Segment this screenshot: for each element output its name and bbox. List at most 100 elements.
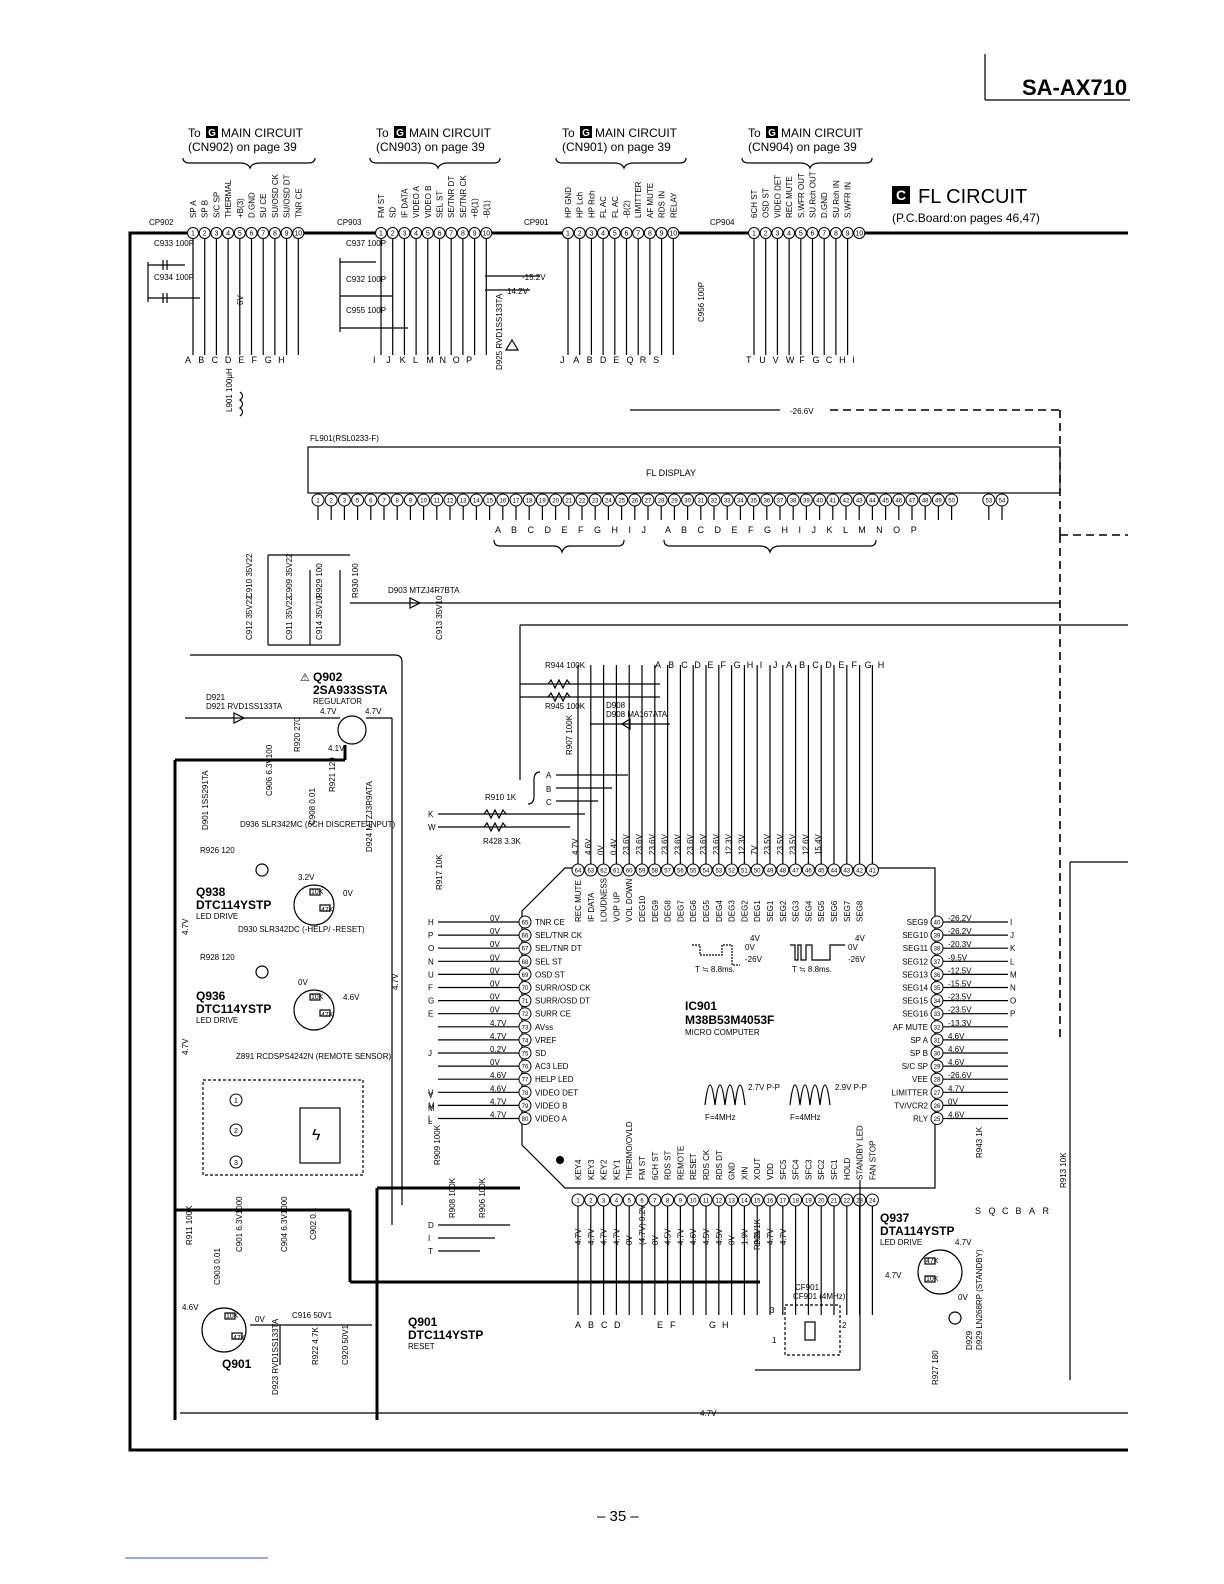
svg-text:K: K <box>428 810 434 819</box>
ic-bottom-pin-label: KEY3 <box>587 1159 596 1180</box>
connector-signal: S.WFR IN <box>844 182 853 218</box>
ic-left-letter: F <box>428 984 433 993</box>
ic-bottom-pin-label: KEY2 <box>600 1159 609 1180</box>
ic-right-voltage: 4.6V <box>948 1111 965 1120</box>
ic-pin-number: 58 <box>651 869 658 875</box>
connector-pin-number: 4 <box>226 231 230 238</box>
ic-right-voltage: -23.5V <box>948 1006 972 1015</box>
connector-letter: P <box>466 355 472 365</box>
ic-top-letter: A <box>655 660 661 670</box>
ic-left-letter: P <box>428 931 433 940</box>
fl-pin-number: 27 <box>645 499 652 505</box>
ic-top-letter: D <box>825 660 832 670</box>
ic-left-voltage: 0V <box>490 966 500 975</box>
ic-top-pin-label: IF DATA <box>587 892 596 922</box>
ic-top-voltage: 23.6V <box>699 833 708 855</box>
connector-letter: K <box>400 355 406 365</box>
ic-pin-number: 62 <box>600 869 607 875</box>
ic-pin-number: 55 <box>690 869 697 875</box>
board-badge: C <box>896 187 906 203</box>
connector-signal: HP Rch <box>587 191 596 218</box>
ic-top-voltage: 23.5V <box>789 833 798 855</box>
connector-pin-number: 5 <box>238 231 242 238</box>
ic-top-voltage: 12.3V <box>725 833 734 855</box>
c932-label: C932 100P <box>346 275 386 284</box>
ic-top-voltage: 4.7V <box>571 838 580 855</box>
fl-pin-number: 36 <box>763 499 770 505</box>
ic-pin-number: 38 <box>934 947 941 953</box>
ic-pin-number: 50 <box>754 869 761 875</box>
ic-left-pin-label: SURR/OSD CK <box>535 984 591 993</box>
ic-name: IC901 <box>685 999 717 1013</box>
r901-label: R901 1K <box>753 1218 762 1250</box>
q937-name: Q937 <box>880 1211 910 1225</box>
ic-right-pin-label: SEG12 <box>902 957 928 966</box>
top-components: C933 100P C934 100P 14.2V 6V C937 100P C… <box>147 239 1128 1040</box>
svg-text:47K: 47K <box>321 907 334 914</box>
r930-label: R930 100 <box>351 563 360 598</box>
ic-bottom-pin-label: 6CH ST <box>651 1151 660 1180</box>
ic-pin-number: 79 <box>522 1104 529 1110</box>
ic-right-voltage: -20.3V <box>948 940 972 949</box>
ic-left-voltage: 0V <box>490 1058 500 1067</box>
connector-pin-number: 8 <box>461 231 465 238</box>
ic-bottom-voltage: (4.7V) 0.2V <box>638 1204 647 1245</box>
ic-right-pin-label: S/C SP <box>902 1062 928 1071</box>
connector-signal: OSD ST <box>762 188 771 218</box>
connector-name: CP903 <box>337 218 362 227</box>
ic-pin-number: 47 <box>792 869 799 875</box>
connector-letter: J <box>560 355 565 365</box>
ic-top-letter: G <box>865 660 872 670</box>
ic-top-voltage: 15.4V <box>814 833 823 855</box>
bottom-letter: D <box>614 1320 621 1330</box>
q902-part: 2SA933SSTA <box>313 683 388 697</box>
connector-letter: M <box>426 355 434 365</box>
connector-pin-number: 2 <box>578 231 582 238</box>
ic-pin-number: 41 <box>869 869 876 875</box>
svg-text:F=4MHz: F=4MHz <box>705 1113 735 1122</box>
ic-pin-number: 53 <box>715 869 722 875</box>
ic-pin-number: 7 <box>653 1199 657 1205</box>
connector-letter: G <box>813 355 820 365</box>
ic-top-voltage: 0V <box>597 845 606 855</box>
ic-bottom-voltage: 0V <box>728 1235 737 1245</box>
ic-pin-number: 60 <box>626 869 633 875</box>
svg-text:T ≒ 8.8ms.: T ≒ 8.8ms. <box>695 965 735 974</box>
connector-letter: I <box>852 355 855 365</box>
connector-letter: T <box>746 355 752 365</box>
connector-signal: +B(1) <box>471 198 480 218</box>
d929-label: D929 LN268RP (STANDBY) <box>975 1249 984 1350</box>
ic-pin-number: 71 <box>522 999 529 1005</box>
connector-signal: HP Lch <box>576 192 585 218</box>
ic-pin-number: 18 <box>792 1199 799 1205</box>
fl-pin-number: 2 <box>330 499 334 505</box>
ic-top-letter: E <box>838 660 844 670</box>
connector-letter: H <box>839 355 846 365</box>
connector-signal: RELAY <box>669 192 678 218</box>
ic-top-pin-label: DEG9 <box>651 900 660 922</box>
ic-right-letter: J <box>1010 931 1014 940</box>
ic-pin-number: 19 <box>805 1199 812 1205</box>
ic-top-voltage: 23.6V <box>661 833 670 855</box>
svg-text:4.6V: 4.6V <box>182 1303 199 1312</box>
ic-pin-number: 6 <box>640 1199 644 1205</box>
c913-label: C913 35V10 <box>435 595 444 640</box>
ic-bottom-pin-label: REMOTE <box>676 1146 685 1180</box>
fl-pin-number: 48 <box>922 499 929 505</box>
ic-pin-number: 68 <box>522 960 529 966</box>
ic-right-letter: I <box>1010 918 1012 927</box>
ic-right-pin-label: TV/VCR2 <box>894 1101 928 1110</box>
right-letter: A <box>1029 1206 1035 1216</box>
ic-pin-number: 5 <box>628 1199 632 1205</box>
right-letter: R <box>1043 1206 1050 1216</box>
right-letter: C <box>1002 1206 1009 1216</box>
connector-pin-number: 7 <box>636 231 640 238</box>
connector-signal: SD <box>389 207 398 218</box>
ic-left-pin-label: SEL ST <box>535 957 562 966</box>
fl-pin-number: 13 <box>460 499 467 505</box>
connector-letter: W <box>786 355 795 365</box>
c955-label: C955 100P <box>346 306 386 315</box>
ic-left-voltage: 0V <box>490 980 500 989</box>
connector-letter: S <box>653 355 659 365</box>
connector-pin-number: 1 <box>379 231 383 238</box>
